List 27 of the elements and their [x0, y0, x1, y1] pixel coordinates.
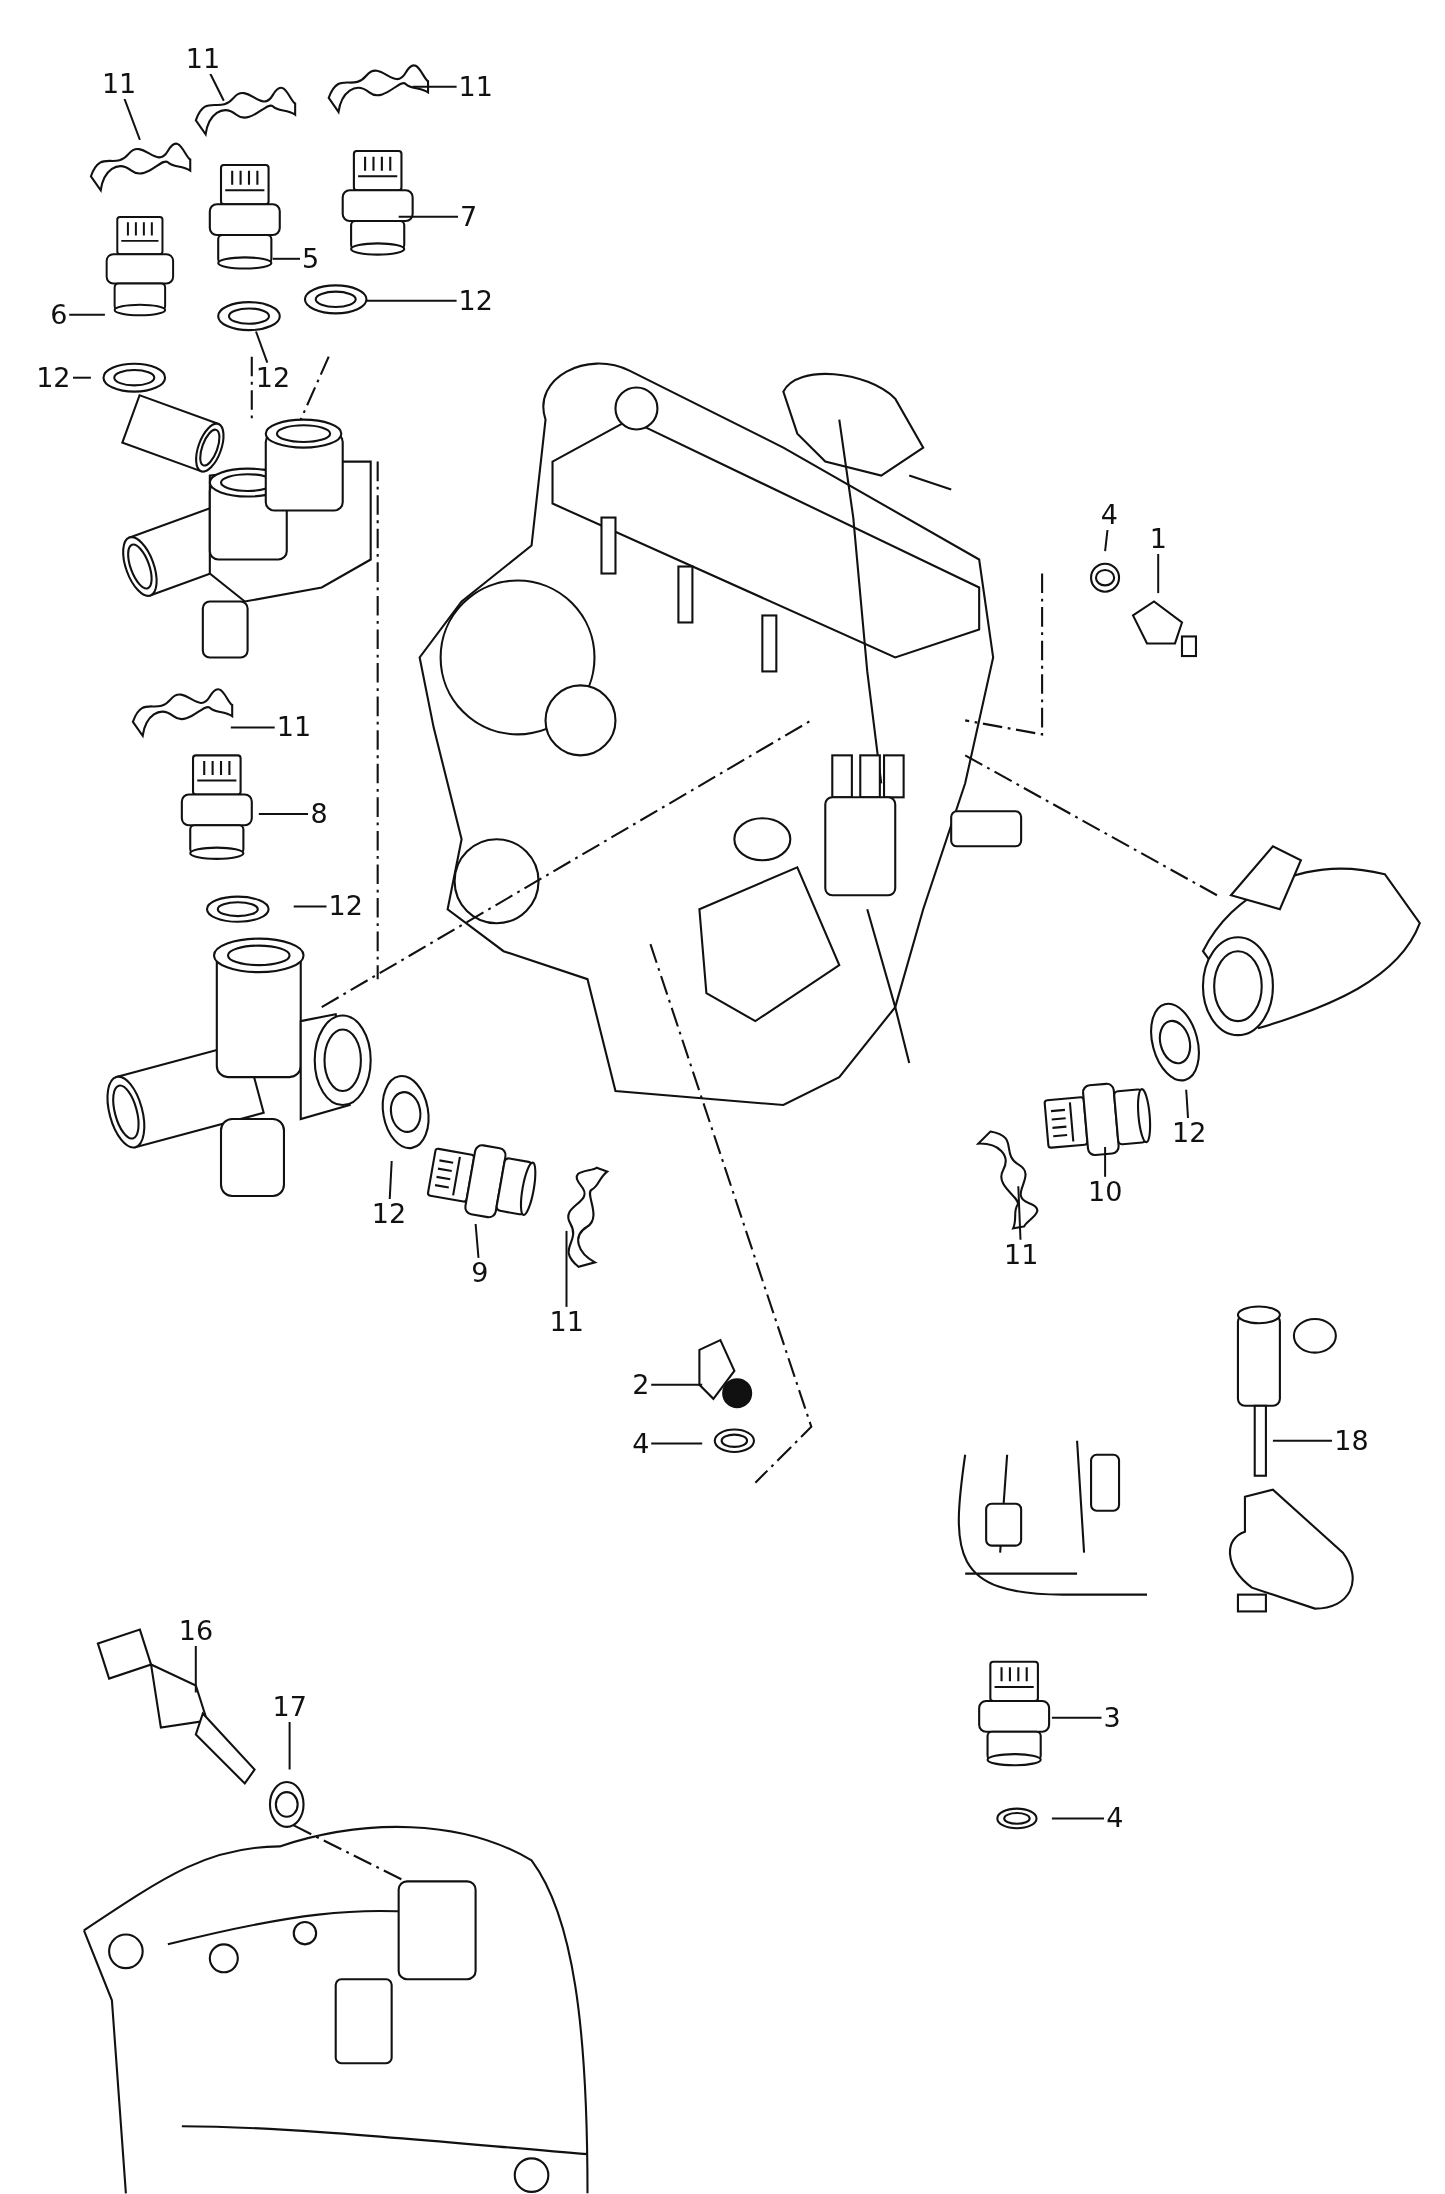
leader-line	[68, 313, 106, 316]
leader-line	[123, 97, 141, 141]
leader-line	[1017, 1185, 1022, 1241]
leader-line	[1050, 1716, 1103, 1719]
leader-line	[388, 1160, 393, 1201]
leader-line	[474, 1223, 480, 1259]
leader-line	[565, 1229, 568, 1308]
leader-line	[397, 215, 460, 218]
leader-line	[1271, 1439, 1334, 1442]
leader-line	[1157, 552, 1160, 595]
leader-line	[411, 85, 458, 88]
leader-line	[1185, 1088, 1189, 1119]
leader-line	[229, 726, 276, 729]
leader-line	[257, 813, 310, 816]
leader-line	[194, 1645, 197, 1694]
leader-line	[288, 1720, 291, 1771]
leader-line	[1104, 528, 1109, 553]
leader-line	[650, 1383, 704, 1386]
leader-line	[71, 376, 92, 379]
leader-line	[271, 257, 301, 260]
leader-line	[650, 1442, 704, 1445]
leader-line	[292, 905, 328, 908]
leader-line	[365, 299, 458, 302]
leader-line	[1104, 1146, 1107, 1178]
leader-line	[209, 72, 225, 102]
leader-line	[255, 330, 269, 364]
leader-line	[1050, 1817, 1106, 1820]
